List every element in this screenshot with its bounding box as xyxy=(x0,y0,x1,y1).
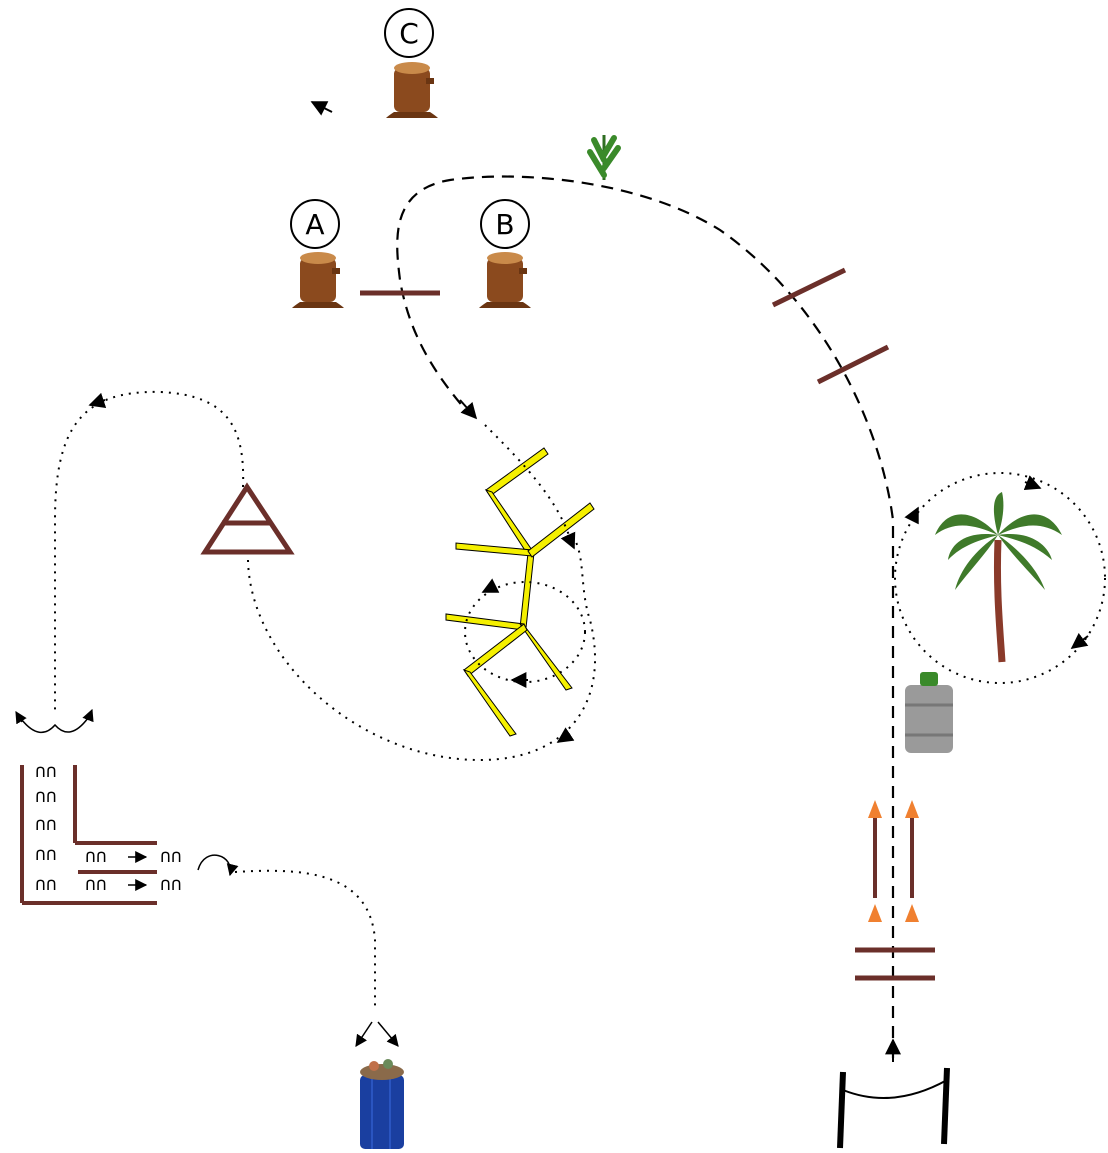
station-label-c: C xyxy=(384,8,434,58)
ladder-arrow-1 xyxy=(560,531,576,550)
yellow-zigzag-ladder xyxy=(445,447,595,737)
weave-poles-l-shape xyxy=(20,765,157,905)
palm-tree-icon xyxy=(935,492,1062,663)
triangle-dotted-loop xyxy=(247,539,596,762)
tree-stump-icon-c xyxy=(386,62,438,118)
direction-arrow xyxy=(310,101,333,116)
svg-text:∩∩: ∩∩ xyxy=(35,786,57,807)
brown-bar-jump-upper xyxy=(771,267,847,308)
palm-arrow-left xyxy=(904,506,919,525)
svg-text:∩∩: ∩∩ xyxy=(85,846,107,867)
station-label-b: B xyxy=(480,199,530,249)
tree-stump-icon-b xyxy=(479,252,531,308)
svg-text:∩∩: ∩∩ xyxy=(35,844,57,865)
svg-text:B: B xyxy=(495,208,514,241)
svg-text:∩∩: ∩∩ xyxy=(35,814,57,835)
palm-arrow-right xyxy=(1070,632,1089,649)
svg-text:A: A xyxy=(305,208,324,241)
svg-text:∩∩: ∩∩ xyxy=(160,874,182,895)
svg-text:∩∩: ∩∩ xyxy=(160,846,182,867)
ladder-dotted-loop xyxy=(464,581,586,683)
ladder-arrow-2 xyxy=(481,578,500,593)
svg-text:C: C xyxy=(399,17,419,50)
loop-arrow xyxy=(556,727,575,743)
svg-text:∩∩: ∩∩ xyxy=(35,761,57,782)
station-label-a: A xyxy=(290,199,340,249)
weave-exit-curl xyxy=(197,854,239,877)
barrel-dotted-route xyxy=(234,869,376,1010)
ladder-dotted-entry xyxy=(484,424,573,546)
weave-pole-markers: ∩∩ ∩∩ ∩∩ ∩∩ ∩∩ ∩∩ ∩∩ ∩∩ ∩∩ xyxy=(35,761,182,895)
svg-text:∩∩: ∩∩ xyxy=(35,874,57,895)
palm-arrow-top xyxy=(1023,475,1042,491)
barrel-arrow-right xyxy=(377,1021,399,1047)
barrel-arrow-left xyxy=(355,1021,373,1047)
tree-stump-icon-a xyxy=(292,252,344,308)
turn-arrow-right xyxy=(82,708,94,723)
blue-barrel-icon xyxy=(360,1059,404,1149)
start-gate xyxy=(837,1067,950,1149)
orange-cone-lanes xyxy=(868,800,919,922)
turn-arrow-left xyxy=(15,710,27,725)
brown-bar-jump-lower xyxy=(816,344,890,385)
weave-arrow-top xyxy=(88,392,107,409)
palm-circle-route xyxy=(894,472,1106,684)
route-arrow xyxy=(459,399,478,420)
brown-triangle-a-frame xyxy=(200,482,295,555)
grey-barrel-icon xyxy=(905,672,953,753)
turn-curl xyxy=(21,717,89,734)
small-fern-plant-icon xyxy=(587,135,621,180)
dashed-route xyxy=(396,175,895,1058)
svg-text:∩∩: ∩∩ xyxy=(85,874,107,895)
